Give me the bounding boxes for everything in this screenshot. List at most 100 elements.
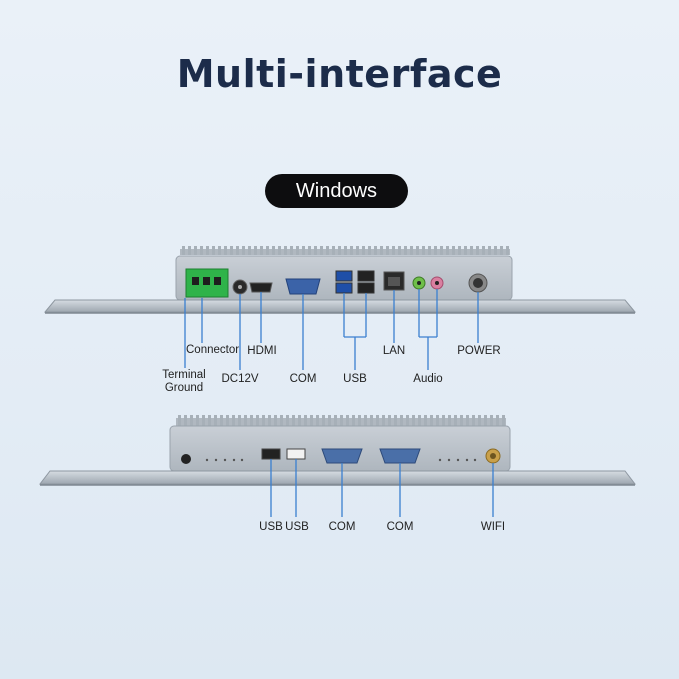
fin xyxy=(418,415,421,426)
fin xyxy=(290,246,293,255)
label-top-com: COM xyxy=(289,373,317,385)
fin xyxy=(430,415,433,426)
fin xyxy=(404,246,407,255)
bottom-com-port-1 xyxy=(321,448,363,464)
fin xyxy=(416,246,419,255)
fin xyxy=(490,415,493,426)
bottom-device xyxy=(38,415,637,517)
fin xyxy=(394,415,397,426)
fin xyxy=(304,415,307,426)
page-title: Multi-interface xyxy=(176,52,503,96)
fin xyxy=(332,246,335,255)
fin xyxy=(184,415,187,426)
fin xyxy=(470,246,473,255)
fin xyxy=(308,246,311,255)
fin xyxy=(484,415,487,426)
label-wifi: WIFI xyxy=(480,521,506,533)
fin xyxy=(472,415,475,426)
fin xyxy=(392,246,395,255)
fin xyxy=(362,246,365,255)
fin xyxy=(410,246,413,255)
fin xyxy=(428,246,431,255)
os-badge: Windows xyxy=(265,174,408,208)
fin xyxy=(400,415,403,426)
label-ground: Ground xyxy=(164,382,204,394)
bottom-leader-lines xyxy=(270,459,494,517)
fin xyxy=(262,415,265,426)
fin xyxy=(188,246,191,255)
fin xyxy=(316,415,319,426)
fin xyxy=(458,246,461,255)
fin xyxy=(226,415,229,426)
fin xyxy=(368,246,371,255)
fin xyxy=(436,415,439,426)
fin xyxy=(202,415,205,426)
hdmi-port xyxy=(249,282,273,293)
fin xyxy=(244,415,247,426)
fin xyxy=(500,246,503,255)
fin xyxy=(260,246,263,255)
fin xyxy=(478,415,481,426)
os-badge-label: Windows xyxy=(295,179,378,202)
fin xyxy=(272,246,275,255)
fin xyxy=(238,415,241,426)
label-bottom-usb-2: USB xyxy=(285,521,309,533)
fin xyxy=(322,415,325,426)
fin xyxy=(194,246,197,255)
top-leader-lines xyxy=(184,289,479,370)
bottom-com-port-2 xyxy=(379,448,421,464)
fin xyxy=(268,415,271,426)
fin xyxy=(292,415,295,426)
fin xyxy=(406,415,409,426)
fin xyxy=(374,246,377,255)
fin xyxy=(242,246,245,255)
label-dc12v: DC12V xyxy=(221,373,259,385)
label-lan: LAN xyxy=(382,345,406,357)
fin xyxy=(412,415,415,426)
fin xyxy=(230,246,233,255)
top-device xyxy=(43,246,637,370)
fin xyxy=(254,246,257,255)
fin xyxy=(482,246,485,255)
fin xyxy=(310,415,313,426)
right-indicator-dots xyxy=(438,458,477,462)
fin xyxy=(454,415,457,426)
fin xyxy=(296,246,299,255)
label-terminal: Terminal xyxy=(162,369,206,381)
fin xyxy=(250,415,253,426)
fin xyxy=(284,246,287,255)
fin xyxy=(352,415,355,426)
fin xyxy=(344,246,347,255)
reset-hole xyxy=(181,454,191,464)
label-audio: Audio xyxy=(413,373,443,385)
fin xyxy=(208,415,211,426)
fin xyxy=(386,246,389,255)
fin xyxy=(182,246,185,255)
fin xyxy=(494,246,497,255)
fin xyxy=(196,415,199,426)
top-heatsink-fins xyxy=(180,246,510,255)
fin xyxy=(442,415,445,426)
fin xyxy=(224,246,227,255)
label-top-usb: USB xyxy=(343,373,367,385)
fin xyxy=(382,415,385,426)
fin xyxy=(280,415,283,426)
label-bottom-com-2: COM xyxy=(386,521,414,533)
fin xyxy=(214,415,217,426)
fin xyxy=(358,415,361,426)
fin xyxy=(220,415,223,426)
fin xyxy=(328,415,331,426)
bottom-usb-port-1 xyxy=(261,448,281,460)
fin xyxy=(466,415,469,426)
fin xyxy=(200,246,203,255)
fin xyxy=(340,415,343,426)
fin xyxy=(506,246,509,255)
bottom-usb-port-2 xyxy=(286,448,306,460)
fin xyxy=(236,246,239,255)
fin xyxy=(380,246,383,255)
fin xyxy=(448,415,451,426)
fin xyxy=(364,415,367,426)
fin xyxy=(440,246,443,255)
fin xyxy=(502,415,505,426)
